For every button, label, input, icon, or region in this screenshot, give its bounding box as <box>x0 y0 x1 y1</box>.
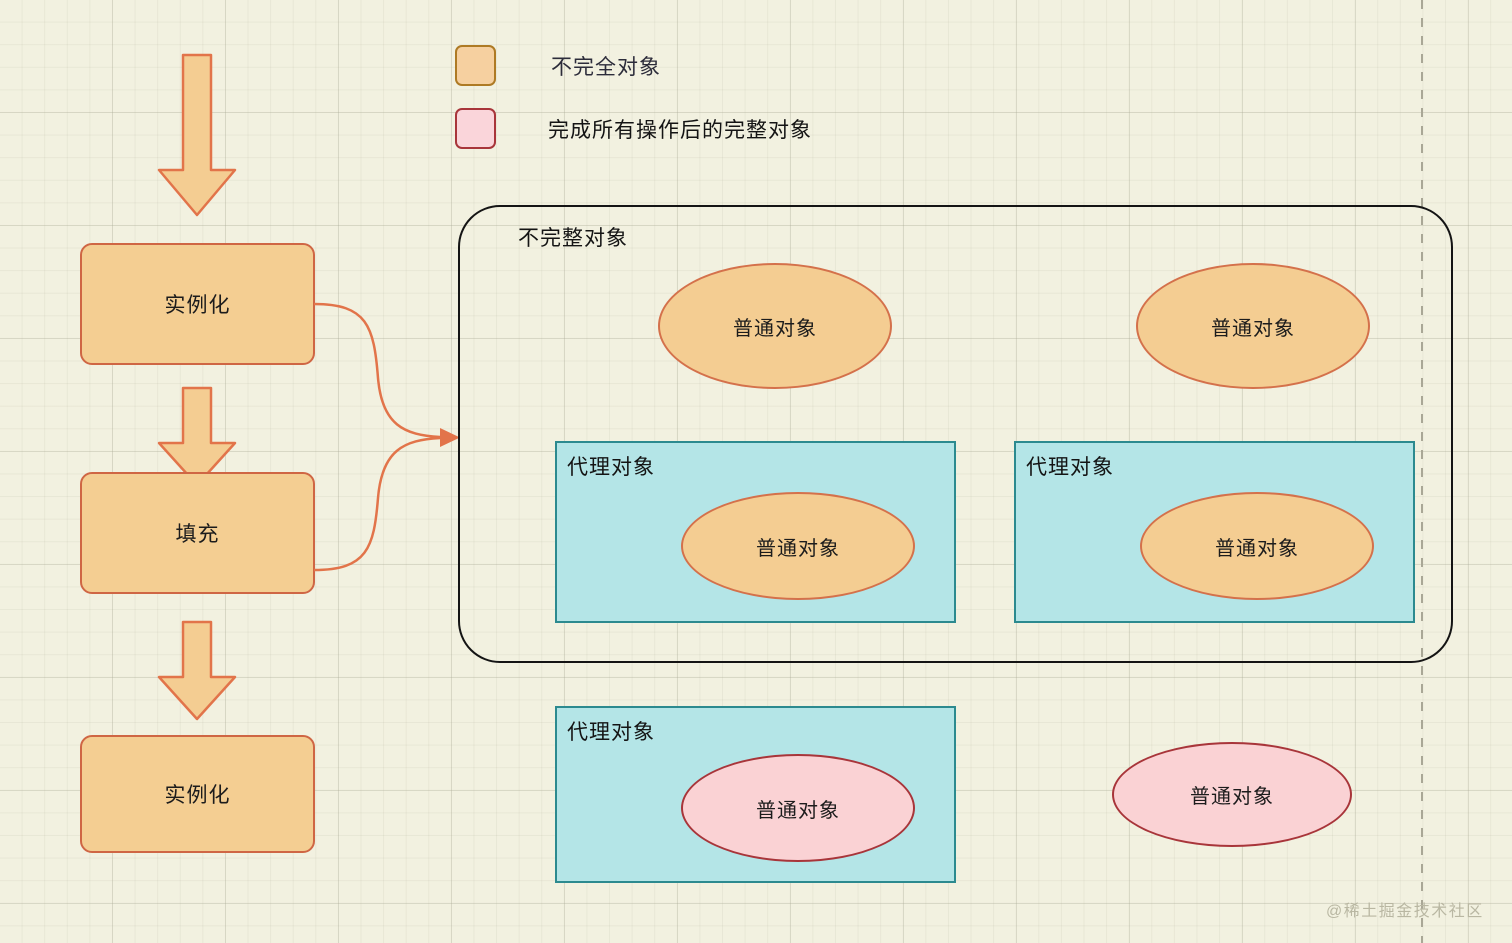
legend-item-complete: 完成所有操作后的完整对象 <box>455 108 812 149</box>
legend-label-complete: 完成所有操作后的完整对象 <box>548 118 812 142</box>
flow-step-instantiate-2[interactable]: 实例化 <box>80 735 315 853</box>
flow-step-populate[interactable]: 填充 <box>80 472 315 594</box>
plain-object-ellipse[interactable]: 普通对象 <box>658 263 892 389</box>
proxy-box-title: 代理对象 <box>567 456 655 479</box>
flow-step-label: 实例化 <box>164 784 231 807</box>
proxy-object-box[interactable]: 代理对象 普通对象 <box>555 441 956 623</box>
ellipse-label: 普通对象 <box>1211 317 1295 340</box>
flow-connector-arrow <box>313 302 460 572</box>
incomplete-container-title: 不完整对象 <box>518 227 628 250</box>
proxy-box-title: 代理对象 <box>1026 456 1114 479</box>
legend-label-incomplete: 不完全对象 <box>551 55 661 79</box>
proxy-object-box[interactable]: 代理对象 普通对象 <box>1014 441 1415 623</box>
flow-arrow-middle-2 <box>157 620 237 721</box>
flow-step-label: 实例化 <box>164 294 231 317</box>
ellipse-label: 普通对象 <box>756 537 840 560</box>
page-boundary-guide <box>1421 0 1423 943</box>
pink-swatch-icon <box>455 108 496 149</box>
ellipse-label: 普通对象 <box>733 317 817 340</box>
plain-object-ellipse[interactable]: 普通对象 <box>1136 263 1370 389</box>
watermark: @稀土掘金技术社区 <box>1326 903 1484 920</box>
plain-object-ellipse[interactable]: 普通对象 <box>681 492 915 600</box>
orange-swatch-icon <box>455 45 496 86</box>
incomplete-object-container <box>458 205 1453 663</box>
ellipse-label: 普通对象 <box>1215 537 1299 560</box>
flow-step-label: 填充 <box>175 523 220 546</box>
ellipse-label: 普通对象 <box>756 799 840 822</box>
complete-object-ellipse[interactable]: 普通对象 <box>1112 742 1352 847</box>
plain-object-ellipse[interactable]: 普通对象 <box>1140 492 1374 600</box>
proxy-object-box-complete[interactable]: 代理对象 普通对象 <box>555 706 956 883</box>
flow-step-instantiate-1[interactable]: 实例化 <box>80 243 315 365</box>
legend-item-incomplete: 不完全对象 <box>455 45 661 86</box>
ellipse-label: 普通对象 <box>1190 786 1274 808</box>
flow-arrow-middle-1 <box>157 386 237 487</box>
complete-object-ellipse[interactable]: 普通对象 <box>681 754 915 862</box>
proxy-box-title: 代理对象 <box>567 721 655 744</box>
flow-arrow-top <box>157 53 237 217</box>
